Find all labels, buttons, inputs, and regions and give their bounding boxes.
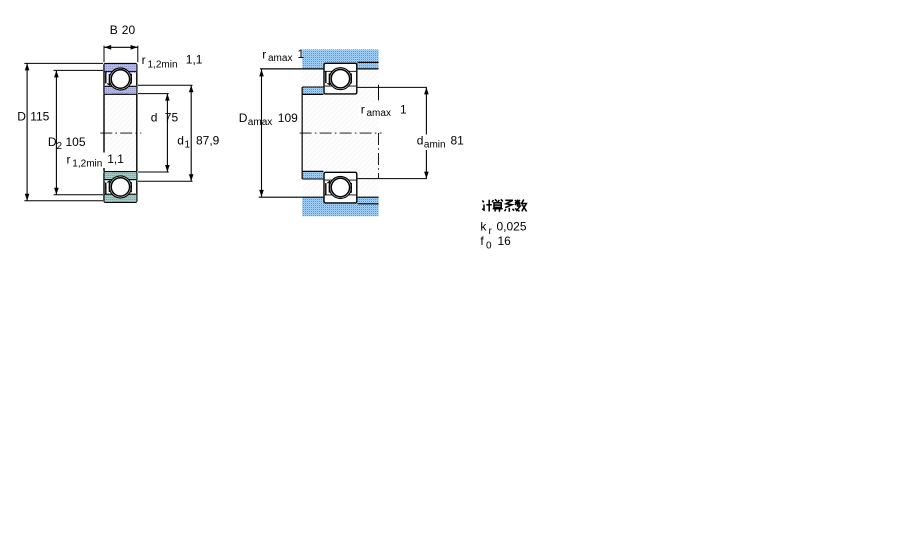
svg-text:amin: amin xyxy=(424,139,446,150)
svg-text:115: 115 xyxy=(30,110,49,124)
svg-text:1,2min: 1,2min xyxy=(72,159,102,170)
svg-text:105: 105 xyxy=(66,135,86,149)
svg-text:20: 20 xyxy=(122,23,136,37)
svg-text:1: 1 xyxy=(185,139,191,150)
svg-text:1: 1 xyxy=(400,102,407,116)
svg-text:r: r xyxy=(361,102,365,116)
svg-text:0: 0 xyxy=(486,241,492,252)
svg-text:d: d xyxy=(177,133,184,147)
svg-text:d: d xyxy=(417,133,424,147)
svg-text:amax: amax xyxy=(367,108,391,119)
svg-text:75: 75 xyxy=(165,111,179,125)
svg-text:1: 1 xyxy=(298,47,305,61)
svg-text:109: 109 xyxy=(278,111,298,125)
svg-text:r: r xyxy=(262,47,266,61)
svg-text:87,9: 87,9 xyxy=(196,133,220,147)
svg-text:1,2min: 1,2min xyxy=(148,59,178,70)
svg-text:r: r xyxy=(67,152,71,166)
svg-text:amax: amax xyxy=(268,53,292,64)
svg-text:81: 81 xyxy=(451,133,465,147)
svg-text:1,1: 1,1 xyxy=(186,53,203,67)
svg-text:k: k xyxy=(480,219,487,233)
svg-text:B: B xyxy=(110,23,118,37)
svg-text:d: d xyxy=(151,111,158,125)
svg-text:D: D xyxy=(239,111,248,125)
svg-text:16: 16 xyxy=(498,234,512,248)
svg-text:r: r xyxy=(142,53,146,67)
svg-text:r: r xyxy=(489,226,493,237)
svg-text:amax: amax xyxy=(248,117,272,128)
svg-text:2: 2 xyxy=(57,141,63,152)
svg-text:1,1: 1,1 xyxy=(107,152,124,166)
svg-text:0,025: 0,025 xyxy=(497,219,527,233)
svg-text:D: D xyxy=(48,135,57,149)
svg-text:f: f xyxy=(480,234,484,248)
svg-text:D: D xyxy=(17,110,26,124)
